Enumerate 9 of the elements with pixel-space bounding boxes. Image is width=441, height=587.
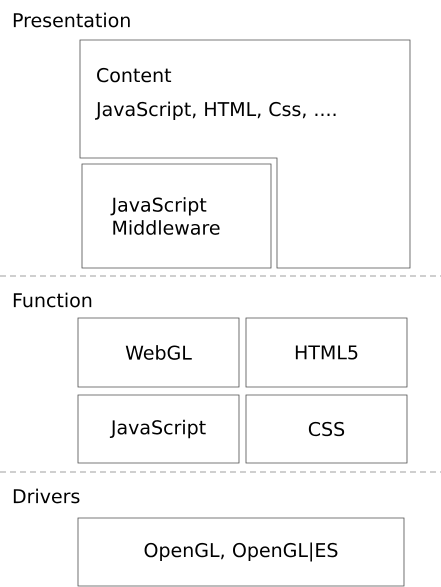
layer-heading: Presentation xyxy=(14,12,130,28)
layer-heading: Function xyxy=(14,292,92,308)
component-box: OpenGL, OpenGL|ES xyxy=(78,518,404,586)
component-box: HTML5 xyxy=(246,318,408,388)
component-box: WebGL xyxy=(78,318,240,388)
layer-heading: Drivers xyxy=(14,488,80,504)
component-box: JavaScript xyxy=(78,394,240,464)
component-box: CSS xyxy=(246,394,408,464)
component-box: JavaScript Middleware xyxy=(82,164,272,268)
